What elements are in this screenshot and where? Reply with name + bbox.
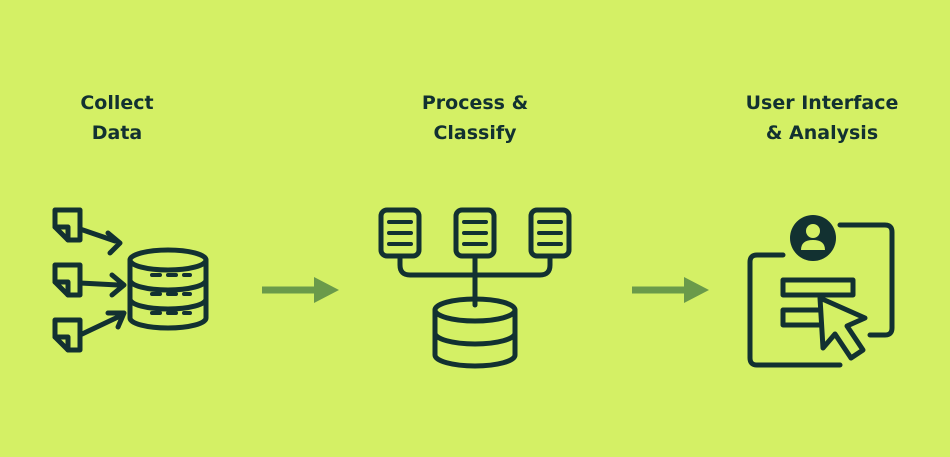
servers-to-database-icon [378,207,572,369]
stage-label-collect: Collect Data [80,92,154,144]
flow-arrow-icon-2 [632,277,709,303]
stage-label-ui: User Interface & Analysis [745,92,899,144]
user-dashboard-cursor-icon [747,215,895,368]
files-to-database-icon [52,207,209,353]
stage-label-process: Process & Classify [421,92,529,144]
flow-arrow-icon [262,277,339,303]
